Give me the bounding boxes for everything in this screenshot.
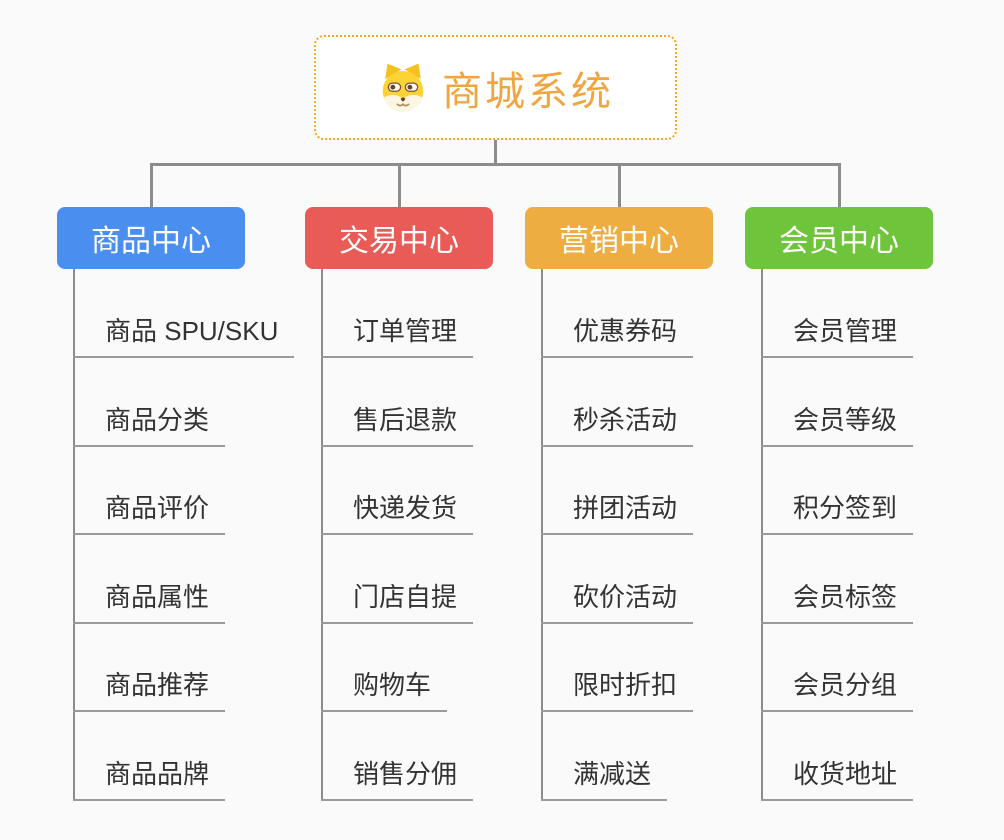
root-title: 商城系统 bbox=[442, 69, 614, 114]
connector-drop-marketing bbox=[618, 163, 621, 209]
branch-header-member-center[interactable]: 会员中心 bbox=[745, 207, 933, 269]
branch-header-product-center[interactable]: 商品中心 bbox=[57, 207, 245, 269]
leaf-node[interactable]: 会员等级 bbox=[761, 403, 914, 447]
leaf-node[interactable]: 商品推荐 bbox=[73, 668, 226, 712]
leaf-node[interactable]: 会员管理 bbox=[761, 314, 914, 358]
leaf-node[interactable]: 商品属性 bbox=[73, 580, 226, 624]
connector-drop-member bbox=[838, 163, 841, 209]
leaf-node[interactable]: 砍价活动 bbox=[541, 580, 694, 624]
branch-column-member-center: 会员管理会员等级积分签到会员标签会员分组收货地址 bbox=[761, 269, 996, 809]
leaf-node[interactable]: 积分签到 bbox=[761, 491, 914, 535]
connector-horizontal bbox=[150, 163, 841, 166]
connector-root-stem bbox=[494, 140, 497, 166]
leaf-node[interactable]: 门店自提 bbox=[321, 580, 474, 624]
leaf-node[interactable]: 拼团活动 bbox=[541, 491, 694, 535]
leaf-node[interactable]: 限时折扣 bbox=[541, 668, 694, 712]
leaf-node[interactable]: 会员分组 bbox=[761, 668, 914, 712]
leaf-node[interactable]: 秒杀活动 bbox=[541, 403, 694, 447]
connector-trunk bbox=[73, 269, 75, 801]
shiba-dog-icon bbox=[382, 63, 424, 112]
leaf-node[interactable]: 商品分类 bbox=[73, 403, 226, 447]
root-node[interactable]: 商城系统 bbox=[314, 35, 677, 140]
branch-header-marketing-center[interactable]: 营销中心 bbox=[525, 207, 713, 269]
leaf-node[interactable]: 购物车 bbox=[321, 668, 448, 712]
leaf-node[interactable]: 满减送 bbox=[541, 757, 668, 801]
leaf-node[interactable]: 收货地址 bbox=[761, 757, 914, 801]
connector-drop-trade bbox=[398, 163, 401, 209]
leaf-node[interactable]: 订单管理 bbox=[321, 314, 474, 358]
connector-trunk bbox=[541, 269, 543, 801]
branch-header-trade-center[interactable]: 交易中心 bbox=[305, 207, 493, 269]
leaf-node[interactable]: 优惠券码 bbox=[541, 314, 694, 358]
leaf-node[interactable]: 会员标签 bbox=[761, 580, 914, 624]
connector-trunk bbox=[761, 269, 763, 801]
branch-column-trade-center: 订单管理售后退款快递发货门店自提购物车销售分佣 bbox=[321, 269, 556, 809]
connector-trunk bbox=[321, 269, 323, 801]
leaf-node[interactable]: 商品 SPU/SKU bbox=[73, 314, 295, 358]
branch-column-marketing-center: 优惠券码秒杀活动拼团活动砍价活动限时折扣满减送 bbox=[541, 269, 776, 809]
leaf-node[interactable]: 销售分佣 bbox=[321, 757, 474, 801]
connector-drop-product bbox=[150, 163, 153, 209]
leaf-node[interactable]: 商品评价 bbox=[73, 491, 226, 535]
leaf-node[interactable]: 快递发货 bbox=[321, 491, 474, 535]
leaf-node[interactable]: 售后退款 bbox=[321, 403, 474, 447]
leaf-node[interactable]: 商品品牌 bbox=[73, 757, 226, 801]
branch-column-product-center: 商品 SPU/SKU 商品分类商品评价商品属性商品推荐商品品牌 bbox=[73, 269, 308, 809]
